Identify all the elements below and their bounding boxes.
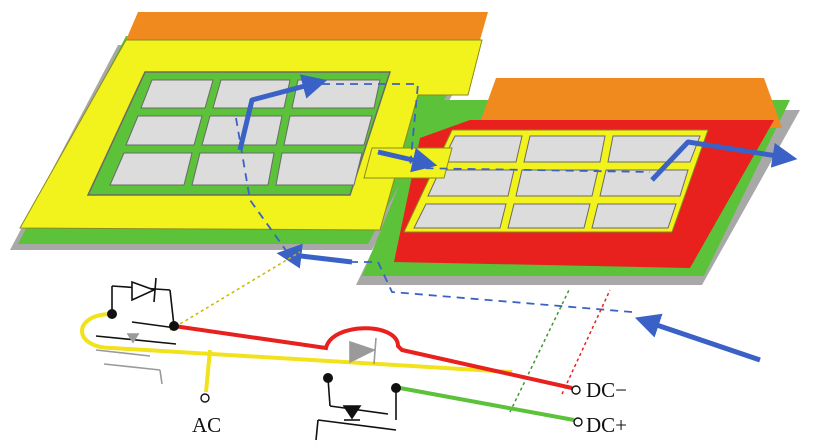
ac-terminal — [200, 393, 210, 403]
leader-green — [509, 287, 571, 413]
dc-plus-label: DC+ — [586, 413, 627, 437]
die — [441, 135, 523, 163]
current-arrow — [650, 139, 798, 182]
diode-symbol — [131, 280, 157, 302]
current-arrow — [634, 313, 761, 363]
left-orange-strip — [126, 12, 488, 40]
current-path-dashed — [235, 117, 291, 257]
ac-drop — [204, 349, 212, 393]
right-orange-strip — [478, 78, 782, 128]
dc-plus-trace — [399, 386, 575, 422]
die — [283, 115, 373, 146]
die — [523, 135, 606, 163]
ac-trace — [80, 312, 513, 374]
die — [591, 203, 677, 229]
left-die-array — [109, 79, 381, 186]
circuit-schematic — [80, 277, 583, 441]
die — [515, 169, 599, 197]
node-dot — [107, 309, 117, 319]
die — [599, 169, 689, 197]
current-arrow — [237, 74, 328, 151]
leader-yellow — [169, 251, 301, 331]
die — [125, 115, 203, 146]
current-path — [235, 74, 798, 363]
node-dot — [323, 373, 333, 383]
ac-label: AC — [192, 413, 221, 437]
leader-red — [561, 289, 611, 395]
die — [140, 79, 214, 109]
die — [413, 203, 507, 229]
leader-lines — [169, 251, 611, 413]
die — [607, 135, 701, 163]
current-arrow — [377, 147, 438, 173]
current-path-dashed — [322, 83, 651, 173]
die — [201, 115, 283, 146]
bridge-connector — [363, 147, 453, 179]
die — [275, 152, 363, 186]
switch-top — [95, 277, 177, 385]
node-dot — [391, 383, 401, 393]
switch-bottom — [315, 337, 397, 441]
node-dot — [169, 321, 179, 331]
die — [212, 79, 291, 109]
dc-minus-trace — [173, 324, 573, 390]
diode-symbol — [349, 340, 377, 364]
transistor-arrow — [126, 333, 140, 344]
dc-minus-terminal — [571, 385, 581, 395]
die — [507, 203, 591, 229]
die — [191, 152, 275, 186]
dc-plus-terminal — [573, 417, 583, 427]
dc-minus-label: DC− — [586, 378, 627, 402]
right-die-array — [413, 135, 701, 229]
transistor-arrow — [342, 405, 362, 420]
current-path-dashed — [350, 261, 633, 313]
die — [109, 152, 193, 186]
